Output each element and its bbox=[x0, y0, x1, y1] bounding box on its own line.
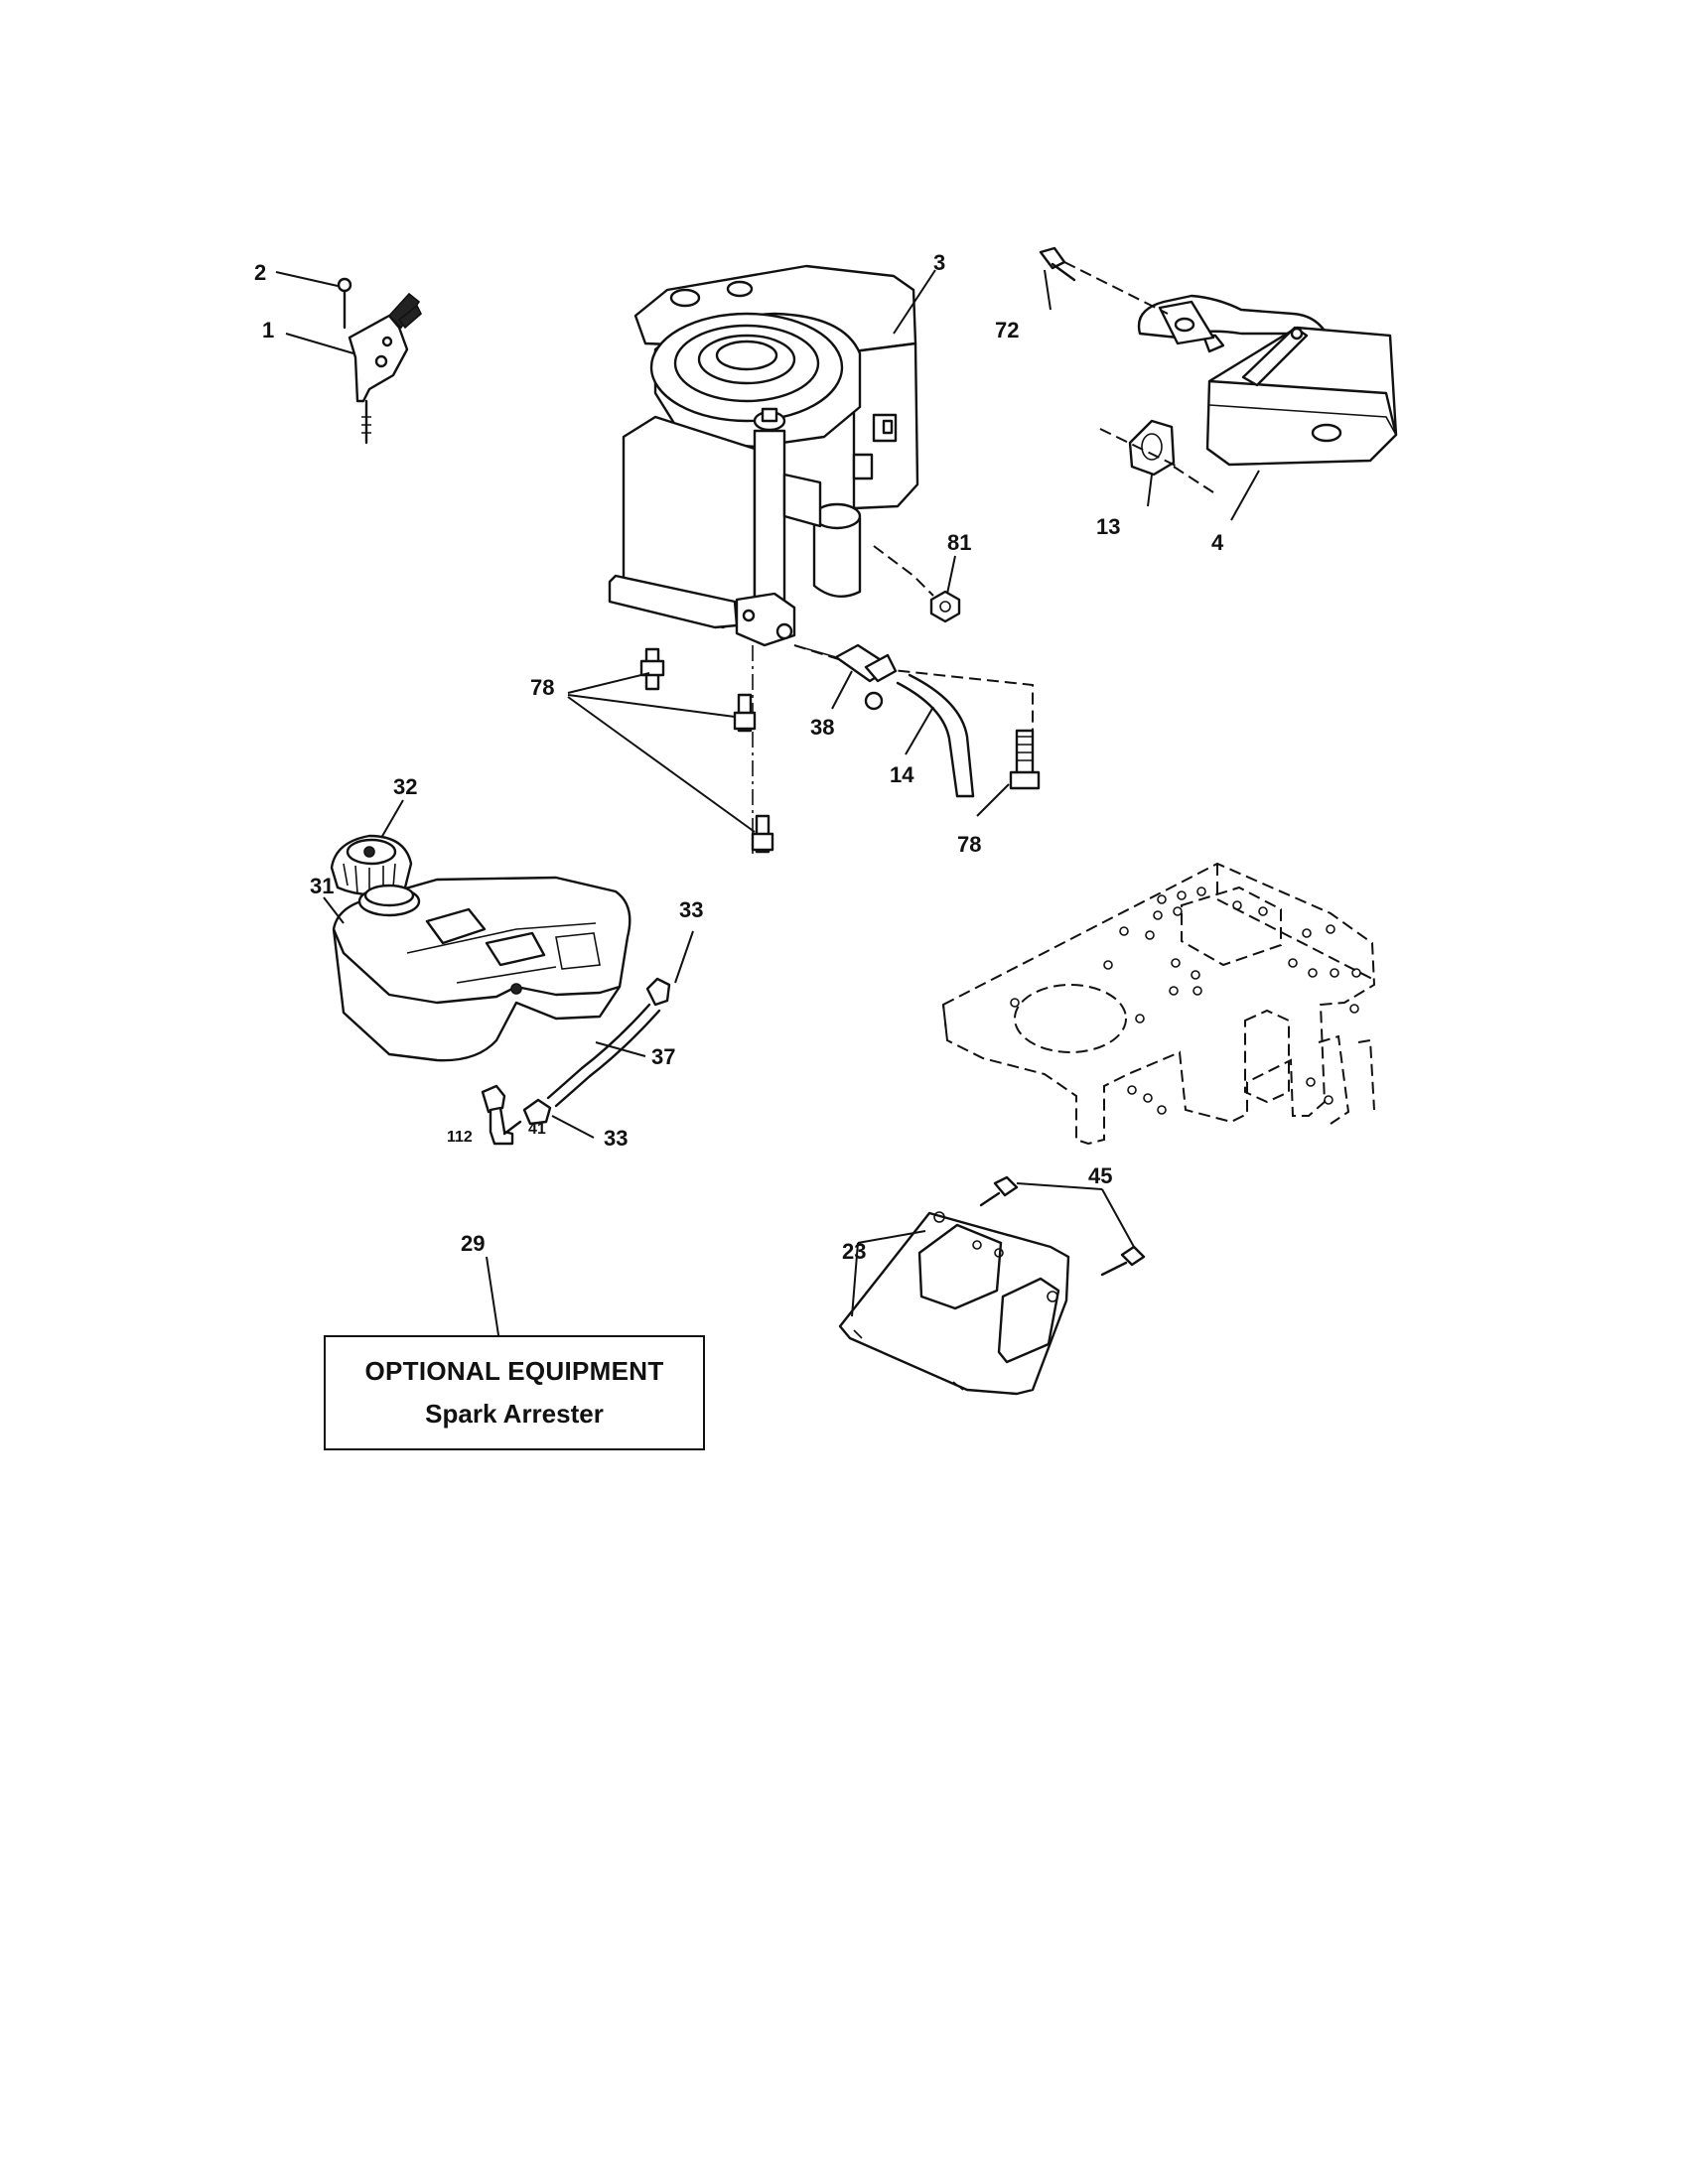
callout-72: 72 bbox=[995, 318, 1019, 342]
callout-2: 2 bbox=[254, 260, 266, 285]
callout-13: 13 bbox=[1096, 514, 1120, 539]
fuel-line-parts bbox=[481, 977, 671, 1146]
callout-81: 81 bbox=[947, 530, 971, 555]
fuel-cap-32 bbox=[330, 834, 413, 896]
fuel-tank-31 bbox=[332, 876, 632, 1062]
callout-1: 1 bbox=[262, 318, 274, 342]
callout-32: 32 bbox=[393, 774, 417, 799]
optional-equipment-box: OPTIONAL EQUIPMENT Spark Arrester bbox=[324, 1335, 705, 1450]
callout-78-left: 78 bbox=[530, 675, 554, 700]
callout-3: 3 bbox=[933, 250, 945, 275]
chassis-frame bbox=[941, 862, 1376, 1146]
callout-41: 41 bbox=[528, 1121, 546, 1138]
optional-equipment-item: Spark Arrester bbox=[425, 1399, 604, 1429]
callout-31: 31 bbox=[310, 874, 334, 898]
engine-bolts-78 bbox=[639, 647, 1041, 854]
optional-equipment-title: OPTIONAL EQUIPMENT bbox=[364, 1356, 664, 1386]
fuel-filter-38 bbox=[793, 643, 898, 711]
callout-4: 4 bbox=[1211, 530, 1224, 555]
callout-37: 37 bbox=[651, 1044, 675, 1069]
callout-14: 14 bbox=[890, 762, 914, 787]
engine bbox=[608, 264, 1034, 854]
callout-112: 112 bbox=[447, 1129, 473, 1146]
gasket-13 bbox=[1099, 419, 1214, 493]
callout-45: 45 bbox=[1088, 1163, 1112, 1188]
bolts-45 bbox=[979, 1175, 1146, 1277]
nut-81 bbox=[929, 590, 961, 623]
fuel-hose-14 bbox=[896, 673, 975, 798]
leader-lines bbox=[275, 269, 1260, 1336]
callout-29: 29 bbox=[461, 1231, 485, 1256]
callout-33-lower: 33 bbox=[604, 1126, 628, 1151]
shield-plate-23 bbox=[838, 1211, 1070, 1396]
muffler bbox=[1063, 261, 1398, 467]
callout-33-upper: 33 bbox=[679, 897, 703, 922]
callout-78-right: 78 bbox=[957, 832, 981, 857]
bolt-72 bbox=[1039, 246, 1076, 282]
callout-38: 38 bbox=[810, 715, 834, 740]
throttle-control bbox=[337, 277, 422, 445]
callout-23: 23 bbox=[842, 1239, 866, 1264]
